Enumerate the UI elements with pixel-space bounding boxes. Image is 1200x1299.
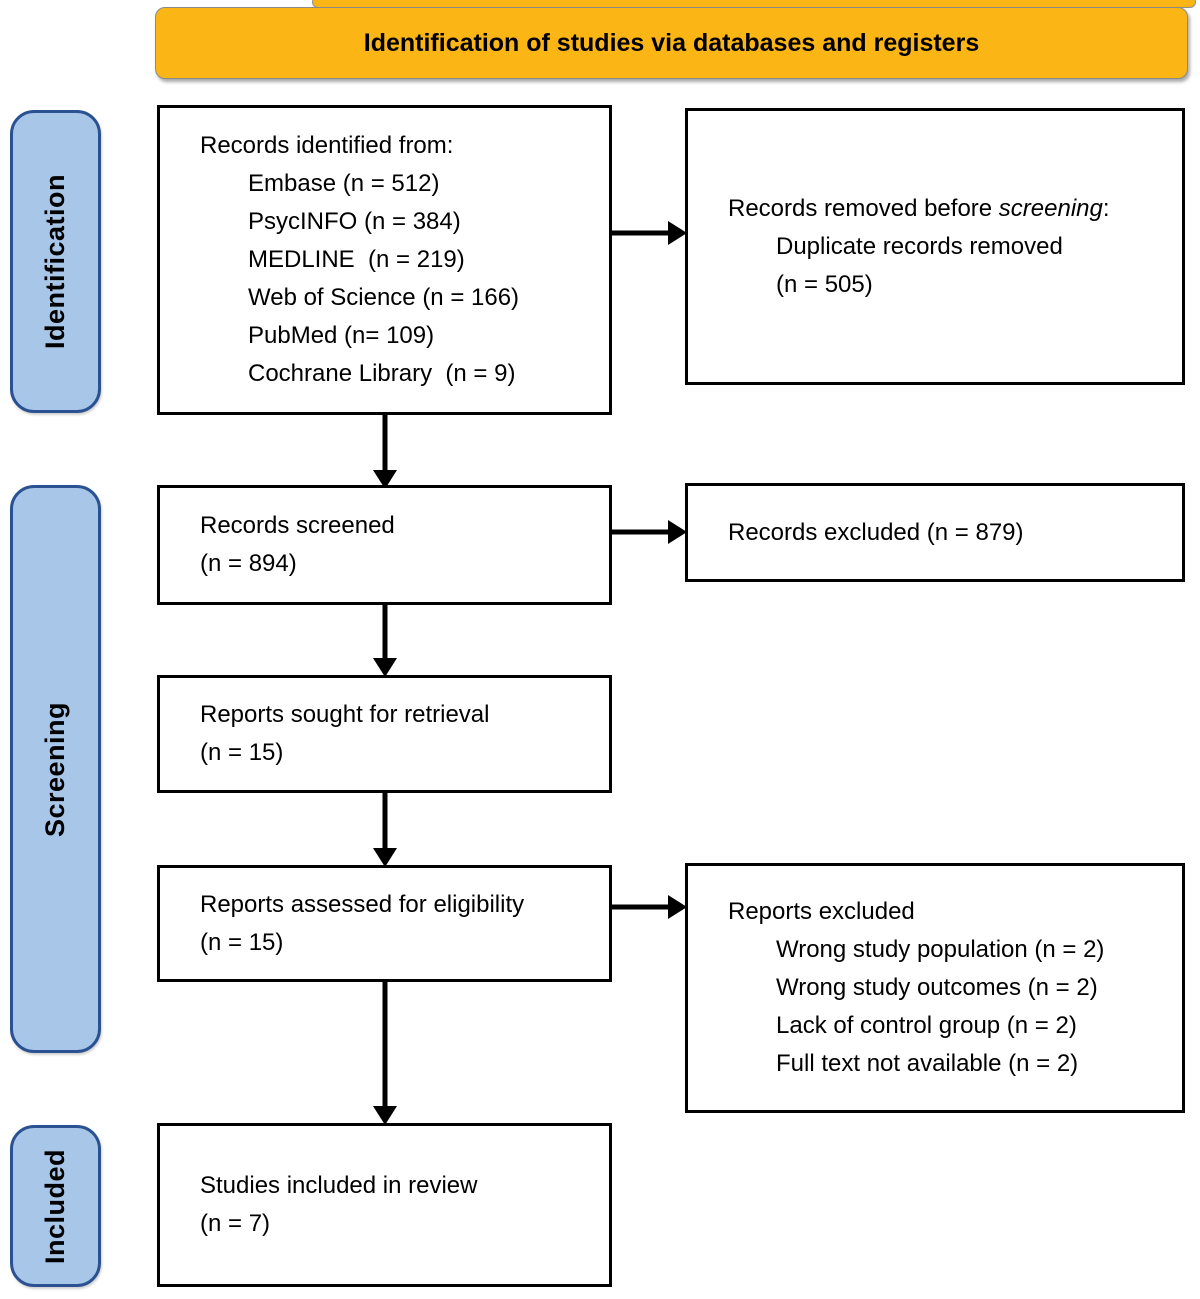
source-item: PubMed (n= 109) bbox=[248, 322, 435, 349]
box-reports-excluded: Reports excluded Wrong study population … bbox=[685, 863, 1185, 1113]
stage-label-text: Screening bbox=[40, 701, 71, 837]
box-line: Records screened bbox=[200, 512, 395, 539]
stage-label-text: Included bbox=[40, 1148, 71, 1264]
box-records-screened: Records screened (n = 894) bbox=[157, 485, 612, 605]
box-reports-assessed: Reports assessed for eligibility (n = 15… bbox=[157, 865, 612, 982]
box-records-excluded: Records excluded (n = 879) bbox=[685, 483, 1185, 582]
reason-item: Wrong study outcomes (n = 2) bbox=[776, 974, 1098, 1001]
box-line: (n = 894) bbox=[200, 550, 297, 577]
italic-word: screening bbox=[998, 194, 1103, 222]
box-reports-sought: Reports sought for retrieval (n = 15) bbox=[157, 675, 612, 793]
source-item: Embase (n = 512) bbox=[248, 170, 440, 197]
diagram-title: Identification of studies via databases … bbox=[363, 28, 980, 57]
box-records-removed: Records removed before screening: Duplic… bbox=[685, 108, 1185, 385]
diagram-title-banner: Identification of studies via databases … bbox=[155, 7, 1188, 79]
reason-item: Lack of control group (n = 2) bbox=[776, 1012, 1077, 1039]
stage-label-identification: Identification bbox=[10, 110, 101, 413]
source-item: Cochrane Library (n = 9) bbox=[248, 360, 516, 387]
source-item: Web of Science (n = 166) bbox=[248, 284, 520, 311]
box-line: Records excluded (n = 879) bbox=[728, 518, 1024, 546]
reason-item: Full text not available (n = 2) bbox=[776, 1050, 1079, 1077]
source-item: MEDLINE (n = 219) bbox=[248, 246, 465, 273]
box-studies-included: Studies included in review (n = 7) bbox=[157, 1123, 612, 1287]
reason-item: Wrong study population (n = 2) bbox=[776, 936, 1105, 963]
box-line: Reports assessed for eligibility bbox=[200, 890, 525, 918]
box-line: (n = 15) bbox=[200, 928, 284, 956]
box-line: Studies included in review bbox=[200, 1172, 478, 1199]
box-line: (n = 7) bbox=[200, 1210, 271, 1237]
box-title: Records identified from: bbox=[200, 132, 454, 159]
box-title: Reports excluded bbox=[728, 898, 915, 925]
stage-label-included: Included bbox=[10, 1125, 101, 1287]
source-item: PsycINFO (n = 384) bbox=[248, 208, 461, 235]
box-title: Records removed before screening: bbox=[728, 194, 1110, 222]
stage-label-text: Identification bbox=[40, 174, 70, 349]
reason-item: Duplicate records removed bbox=[776, 232, 1063, 260]
box-line: Reports sought for retrieval bbox=[200, 701, 490, 728]
box-records-identified: Records identified from: Embase (n = 512… bbox=[157, 105, 612, 415]
reason-item: (n = 505) bbox=[776, 270, 873, 298]
stage-label-screening: Screening bbox=[10, 485, 101, 1053]
box-line: (n = 15) bbox=[200, 739, 284, 766]
